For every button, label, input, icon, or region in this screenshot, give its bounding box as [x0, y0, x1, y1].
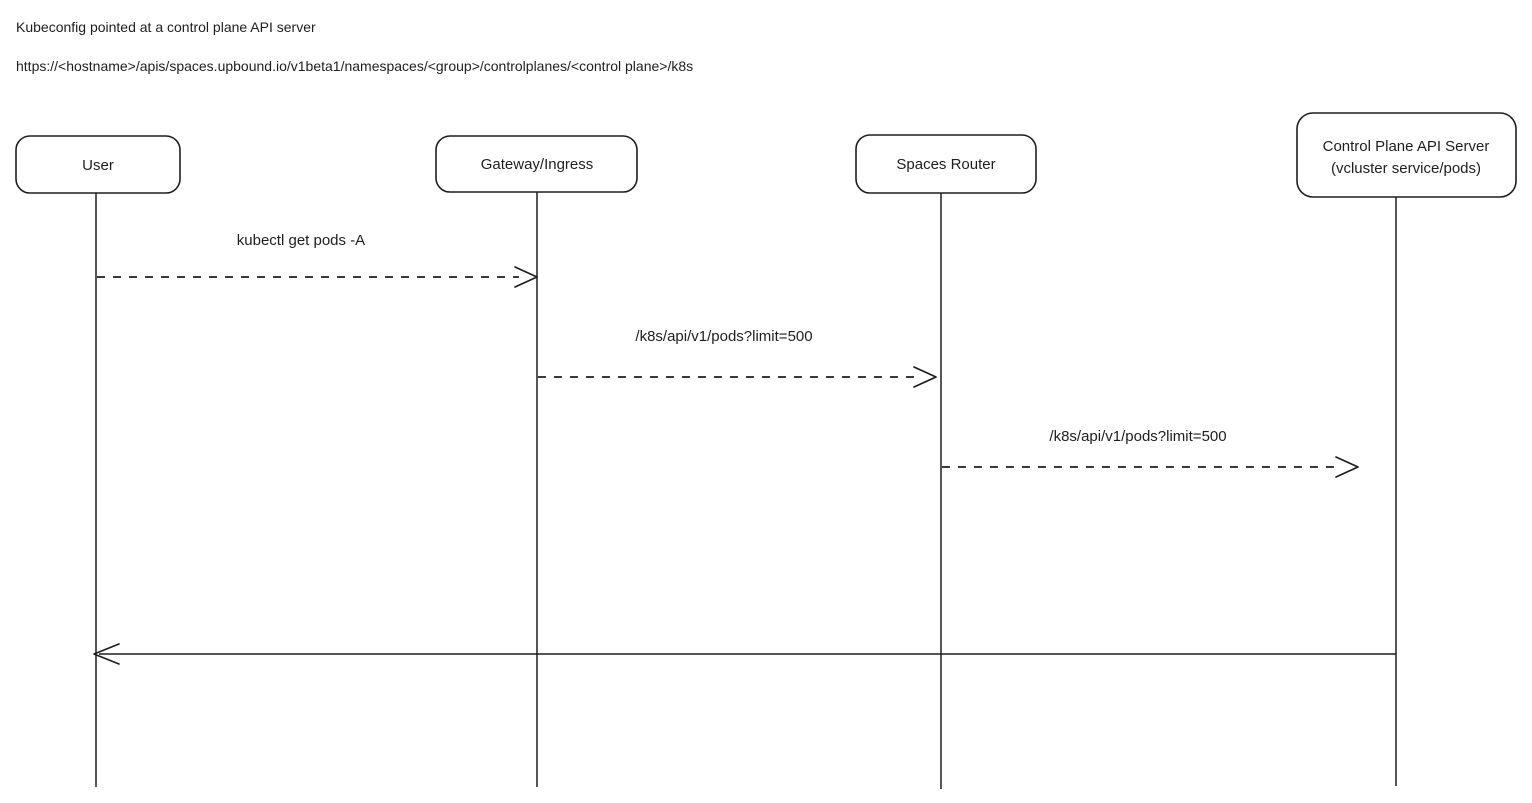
message-k8s-api-pods-2: /k8s/api/v1/pods?limit=500	[942, 428, 1359, 478]
arrowhead-left-return	[93, 643, 120, 665]
actor-box-user	[15, 135, 181, 194]
message-label-k8s-api-pods-2: /k8s/api/v1/pods?limit=500	[1049, 428, 1226, 445]
kubeconfig-url-text: https://<hostname>/apis/spaces.upbound.i…	[16, 58, 694, 74]
diagram-title: Kubeconfig pointed at a control plane AP…	[16, 19, 316, 35]
arrowhead-right-1	[514, 266, 538, 288]
message-label-kubectl-get-pods: kubectl get pods -A	[237, 232, 365, 249]
actor-box-gateway-ingress	[435, 135, 638, 193]
message-kubectl-get-pods: kubectl get pods -A	[97, 232, 538, 288]
actor-sublabel-control-plane: (vcluster service/pods)	[1331, 160, 1481, 177]
actor-control-plane-api-server: Control Plane API Server (vcluster servi…	[1296, 112, 1517, 198]
actor-box-spaces-router	[855, 134, 1037, 194]
actor-gateway-ingress: Gateway/Ingress	[435, 135, 638, 193]
arrowhead-right-3	[1335, 456, 1359, 478]
actor-label-control-plane: Control Plane API Server	[1323, 138, 1490, 155]
message-k8s-api-pods-1: /k8s/api/v1/pods?limit=500	[538, 328, 937, 388]
arrowhead-right-2	[913, 366, 937, 388]
message-return-response	[93, 643, 1396, 665]
actor-user: User	[15, 135, 181, 194]
actor-label-user: User	[82, 157, 114, 174]
actor-box-control-plane	[1296, 112, 1517, 198]
actor-label-spaces-router: Spaces Router	[896, 156, 995, 173]
actor-spaces-router: Spaces Router	[855, 134, 1037, 194]
message-label-k8s-api-pods-1: /k8s/api/v1/pods?limit=500	[635, 328, 812, 345]
actor-label-gateway-ingress: Gateway/Ingress	[481, 156, 594, 173]
